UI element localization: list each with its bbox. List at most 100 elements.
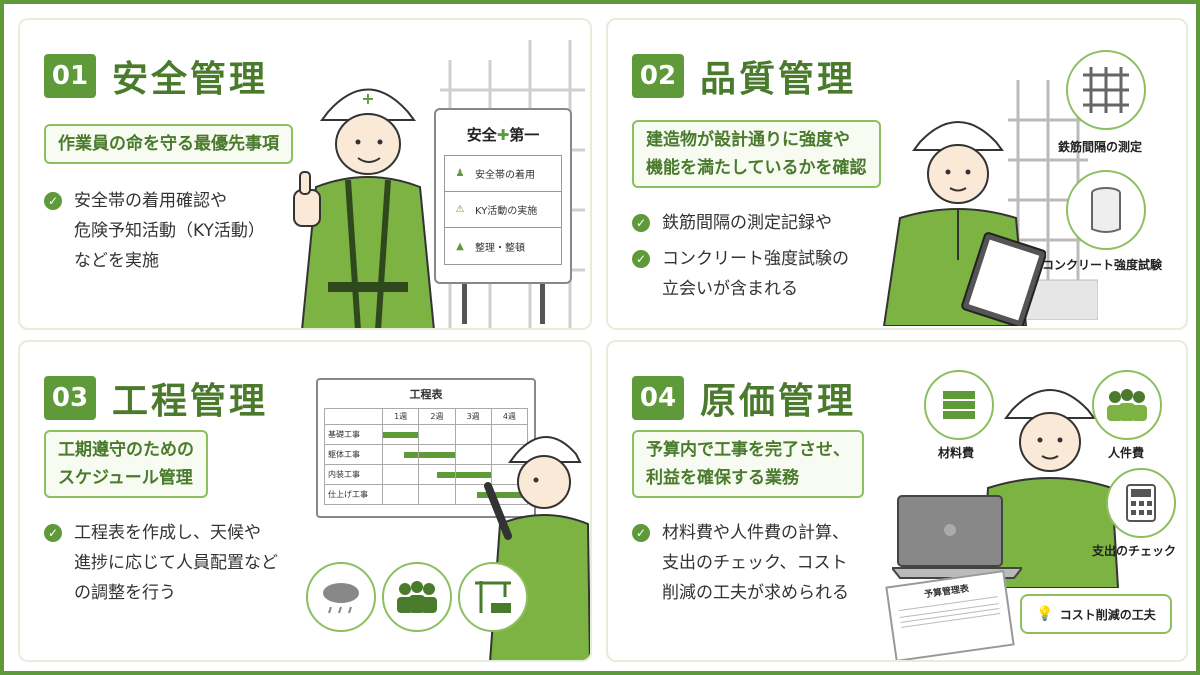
panel-header: 01 安全管理 — [44, 50, 268, 102]
task-label: 仕上げ工事 — [324, 484, 383, 505]
task-label: 内装工事 — [324, 464, 383, 485]
worker-pointing-illustration — [484, 436, 590, 660]
lightbulb-icon: 💡 — [1036, 606, 1054, 622]
panel-title: 原価管理 — [700, 381, 857, 422]
sign-item-label: KY活動の実施 — [475, 206, 538, 217]
budget-document: 予算管理表 — [885, 570, 1015, 660]
sign-title-right: 第一 — [509, 126, 540, 144]
sign-post — [540, 284, 545, 324]
schedule-row: 仕上げ工事 — [324, 484, 529, 505]
panel-number: 03 — [44, 376, 96, 420]
schedule-board: 工程表 1週 2週 3週 4週 基礎工事 躯体工事 内装工事 — [316, 378, 536, 518]
people-svg — [1107, 389, 1147, 421]
icon-label: 鉄筋間隔の測定 — [1058, 140, 1143, 154]
gantt-bar — [476, 491, 491, 498]
check-icon: ✓ — [44, 524, 62, 542]
team-icon — [382, 562, 452, 632]
schedule-row: 内装工事 — [324, 464, 529, 485]
svg-text:+: + — [361, 89, 374, 108]
panel-subtitle: 作業員の命を守る最優先事項 — [44, 124, 293, 164]
rain-cloud-icon — [306, 562, 376, 632]
task-label: 基礎工事 — [324, 424, 383, 445]
calculator-icon — [1106, 468, 1176, 538]
panel-number: 02 — [632, 54, 684, 98]
bullet-list: ✓ 安全帯の着用確認や 危険予知活動（KY活動） などを実施 — [44, 186, 265, 282]
panel-header: 03 工程管理 — [44, 372, 268, 424]
sign-title: 安全✚第一 — [436, 124, 570, 145]
check-icon: ✓ — [44, 192, 62, 210]
sign-item: ♟ 安全帯の着用 — [445, 156, 561, 192]
team-svg — [397, 581, 437, 613]
bullet-text: 安全帯の着用確認や 危険予知活動（KY活動） などを実施 — [74, 191, 265, 271]
panel-number: 01 — [44, 54, 96, 98]
worker-thumbs-up-illustration: + — [293, 88, 435, 328]
cost-reduction-badge: 💡 コスト削減の工夫 — [1020, 594, 1172, 634]
gantt-bar — [436, 471, 455, 478]
week-label: 1週 — [381, 408, 420, 425]
rebar-grid-svg — [1083, 67, 1129, 113]
bullet-text: 工程表を作成し、天候や 進捗に応じて人員配置など の調整を行う — [74, 523, 278, 603]
safety-first-sign: 安全✚第一 ♟ 安全帯の着用 ⚠ KY活動の実施 ▲ 整理・整頓 — [434, 108, 572, 284]
sign-item: ⚠ KY活動の実施 — [445, 192, 561, 228]
bullet-item: ✓ 材料費や人件費の計算、 支出のチェック、コスト 削減の工夫が求められる — [632, 518, 849, 608]
gantt-bar — [419, 451, 455, 458]
gantt-bar — [404, 451, 419, 458]
rebar-grid-icon — [1066, 50, 1146, 130]
money-stack-svg — [943, 391, 975, 419]
icon-label: コンクリート強度試験 — [1042, 258, 1163, 272]
crane-svg — [475, 581, 511, 613]
cylinder-svg — [1091, 187, 1121, 233]
gantt-bar — [383, 431, 419, 438]
crane-icon — [458, 562, 528, 632]
gantt-bar — [491, 491, 527, 498]
check-icon: ✓ — [632, 524, 650, 542]
bullet-list: ✓ 鉄筋間隔の測定記録や ✓ コンクリート強度試験の 立会いが含まれる — [632, 208, 849, 310]
money-stack-icon — [924, 370, 994, 440]
gantt-bar — [455, 471, 491, 478]
panel-cost-management: 04 原価管理 予算内で工事を完了させ、 利益を確保する業務 ✓ 材料費や人件費… — [606, 340, 1188, 662]
bullet-text: コンクリート強度試験の 立会いが含まれる — [662, 249, 849, 299]
check-icon: ✓ — [632, 214, 650, 232]
calculator-svg — [1126, 484, 1156, 522]
task-label: 躯体工事 — [324, 444, 383, 465]
sign-post — [462, 284, 467, 324]
icon-label: 支出のチェック — [1092, 544, 1177, 558]
icon-label: 人件費 — [1108, 446, 1145, 460]
panel-quality-management: 02 品質管理 建造物が設計通りに強度や 機能を満たしているかを確認 ✓ 鉄筋間… — [606, 18, 1188, 330]
laptop-illustration — [892, 495, 1022, 579]
bullet-list: ✓ 工程表を作成し、天候や 進捗に応じて人員配置など の調整を行う — [44, 518, 278, 614]
schedule-title: 工程表 — [409, 388, 443, 401]
sign-title-left: 安全 — [466, 126, 497, 144]
cone-icon: ▲ — [456, 240, 464, 252]
panel-title: 工程管理 — [112, 381, 269, 422]
panel-header: 02 品質管理 — [632, 50, 856, 102]
icon-label: 材料費 — [938, 446, 975, 460]
panel-number: 04 — [632, 376, 684, 420]
worker-clipboard-illustration — [882, 121, 1046, 326]
schedule-row: 基礎工事 — [324, 424, 529, 445]
panel-safety-management: 01 安全管理 作業員の命を守る最優先事項 ✓ 安全帯の着用確認や 危険予知活動… — [18, 18, 592, 330]
cross-icon: ✚ — [496, 126, 510, 144]
panel-schedule-management: 03 工程管理 工期遵守のための スケジュール管理 ✓ 工程表を作成し、天候や … — [18, 340, 592, 662]
sign-item: ▲ 整理・整頓 — [445, 228, 561, 264]
panel-header: 04 原価管理 — [632, 372, 856, 424]
bullet-text: 材料費や人件費の計算、 支出のチェック、コスト 削減の工夫が求められる — [662, 523, 849, 603]
bullet-item: ✓ 鉄筋間隔の測定記録や — [632, 208, 849, 238]
bullet-item: ✓ 工程表を作成し、天候や 進捗に応じて人員配置など の調整を行う — [44, 518, 278, 608]
badge-label: コスト削減の工夫 — [1059, 607, 1156, 622]
schedule-table: 1週 2週 3週 4週 基礎工事 躯体工事 内装工事 — [324, 408, 529, 505]
sign-item-label: 安全帯の着用 — [475, 170, 535, 181]
panel-title: 品質管理 — [700, 59, 857, 100]
panel-subtitle: 工期遵守のための スケジュール管理 — [44, 430, 208, 498]
check-icon: ✓ — [632, 250, 650, 268]
rain-cloud-svg — [323, 583, 359, 614]
bullet-list: ✓ 材料費や人件費の計算、 支出のチェック、コスト 削減の工夫が求められる — [632, 518, 849, 614]
panel-subtitle: 予算内で工事を完了させ、 利益を確保する業務 — [632, 430, 864, 498]
sign-item-label: 整理・整頓 — [475, 242, 525, 254]
people-icon — [1092, 370, 1162, 440]
warning-icon: ⚠ — [455, 204, 465, 215]
panel-subtitle: 建造物が設計通りに強度や 機能を満たしているかを確認 — [632, 120, 881, 188]
bullet-text: 鉄筋間隔の測定記録や — [662, 213, 832, 233]
worker-laptop-illustration — [980, 389, 1120, 588]
bullet-item: ✓ コンクリート強度試験の 立会いが含まれる — [632, 244, 849, 304]
